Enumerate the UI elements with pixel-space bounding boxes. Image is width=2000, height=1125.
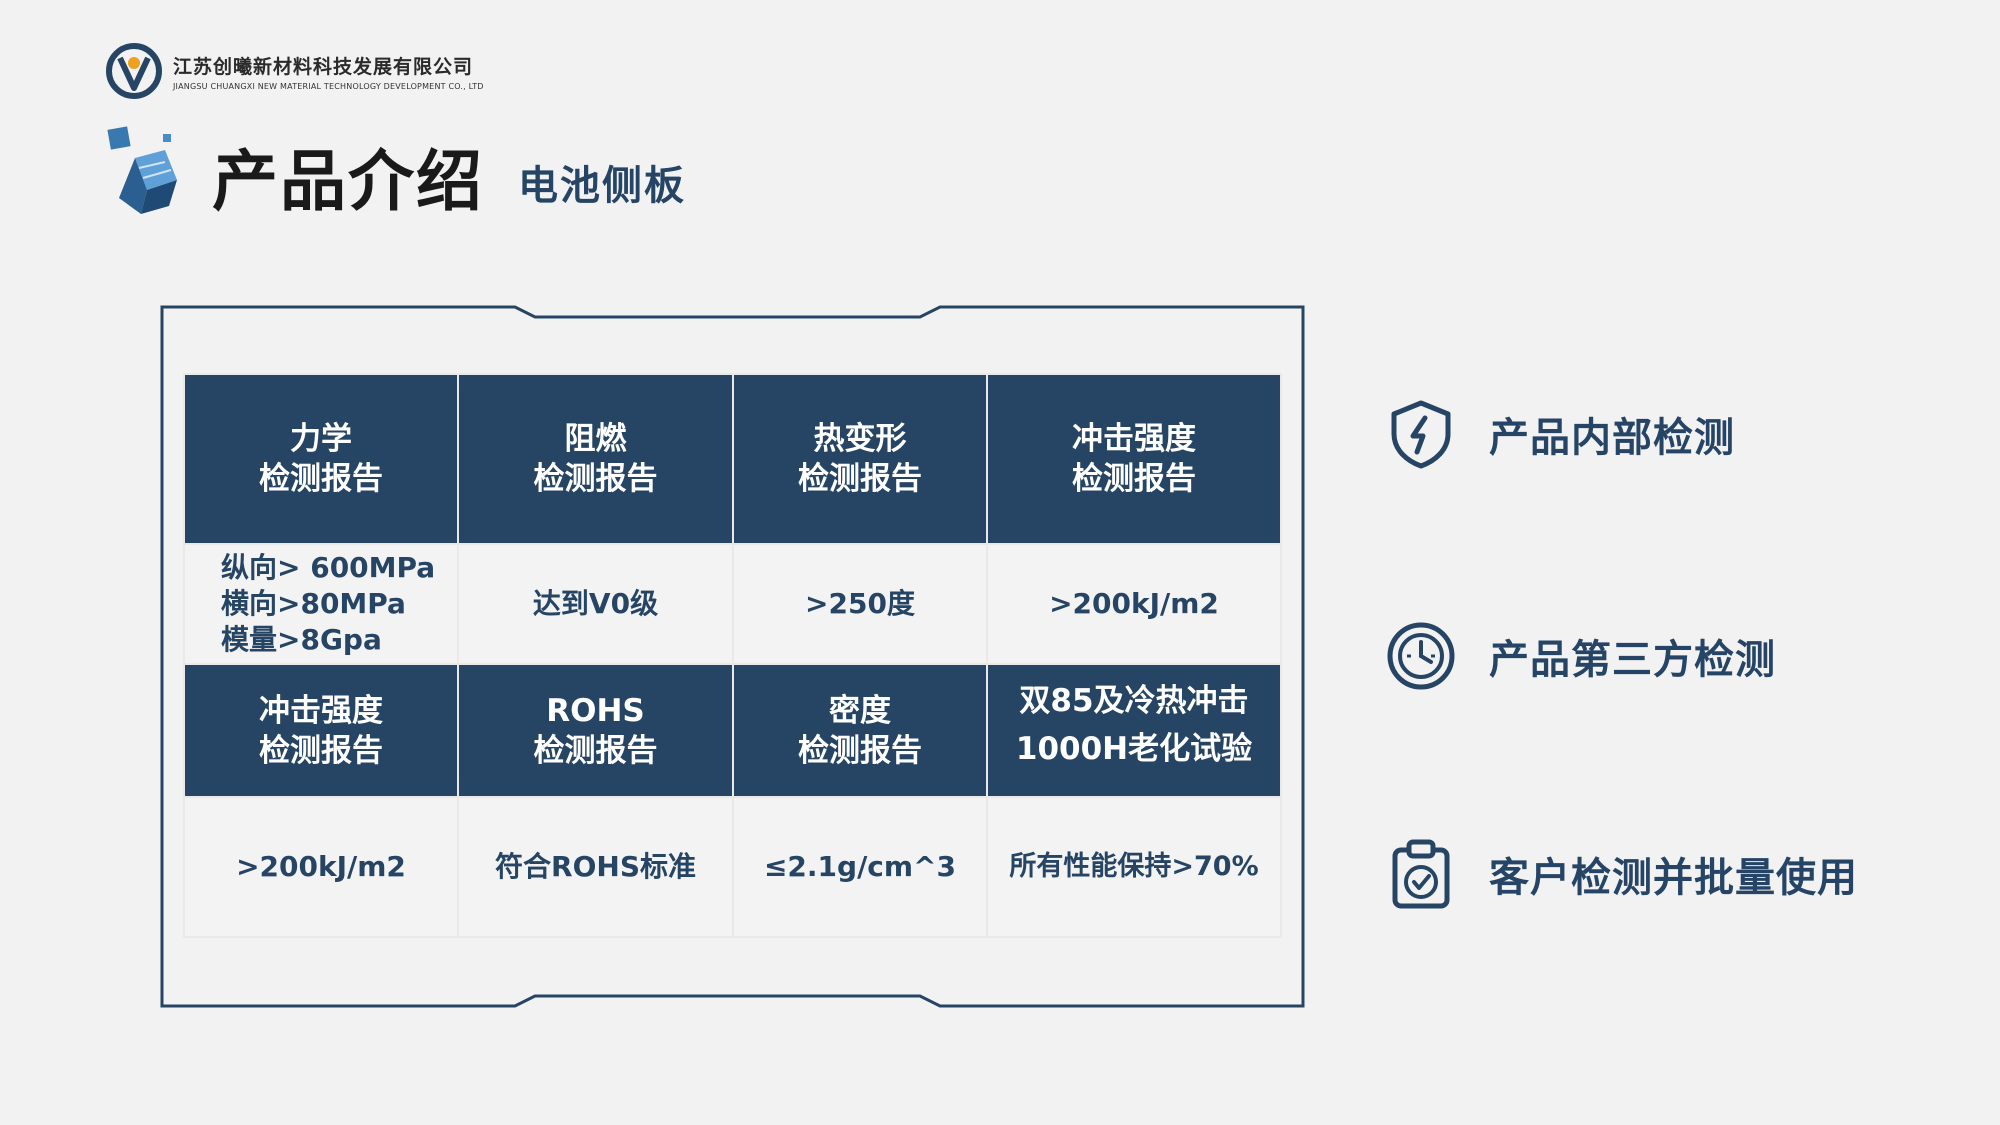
check-label-customer: 客户检测并批量使用	[1489, 855, 1858, 901]
company-logo: 江苏创曦新材料科技发展有限公司 JIANGSU CHUANGXI NEW MAT…	[105, 42, 484, 100]
table-row: 纵向> 600MPa 横向>80MPa 模量>8Gpa 达到V0级 >250度 …	[183, 543, 1282, 665]
value-cell-impact-strength-2: >200kJ/m2	[183, 796, 459, 938]
value-cell-impact-strength: >200kJ/m2	[986, 543, 1282, 665]
page-header: 产品介绍 电池侧板	[105, 122, 686, 222]
list-item: 客户检测并批量使用	[1385, 838, 1905, 910]
check-label-internal: 产品内部检测	[1489, 415, 1735, 461]
page-subtitle: 电池侧板	[518, 163, 686, 209]
company-logo-icon	[106, 43, 162, 99]
clipboard-check-icon	[1392, 839, 1450, 909]
value-cell-rohs: 符合ROHS标准	[457, 796, 734, 938]
value-cell-aging-test: 所有性能保持>70%	[986, 796, 1282, 938]
value-cell-flame-retardant: 达到V0级	[457, 543, 734, 665]
header-cell-impact-strength-2: 冲击强度检测报告	[183, 663, 459, 798]
shield-lightning-icon	[1391, 400, 1451, 469]
company-name-cn: 江苏创曦新材料科技发展有限公司	[173, 55, 474, 78]
header-cell-heat-deflection: 热变形检测报告	[732, 373, 988, 545]
value-cell-heat-deflection: >250度	[732, 543, 988, 665]
value-cell-mechanics: 纵向> 600MPa 横向>80MPa 模量>8Gpa	[183, 543, 459, 665]
list-item: 产品内部检测	[1385, 398, 1905, 470]
page-title: 产品介绍	[212, 143, 484, 220]
cube-icon	[107, 126, 177, 214]
header-cell-mechanics: 力学检测报告	[183, 373, 459, 545]
header-cell-impact-strength: 冲击强度检测报告	[986, 373, 1282, 545]
table-row: 力学检测报告 阻燃检测报告 热变形检测报告 冲击强度检测报告	[183, 373, 1282, 545]
header-cell-density: 密度检测报告	[732, 663, 988, 798]
table-row: >200kJ/m2 符合ROHS标准 ≤2.1g/cm^3 所有性能保持>70%	[183, 796, 1282, 938]
stopwatch-icon	[1387, 622, 1455, 690]
value-cell-density: ≤2.1g/cm^3	[732, 796, 988, 938]
spec-table: 力学检测报告 阻燃检测报告 热变形检测报告 冲击强度检测报告 纵向> 600MP…	[183, 373, 1282, 938]
header-cell-flame-retardant: 阻燃检测报告	[457, 373, 734, 545]
check-label-third-party: 产品第三方检测	[1489, 637, 1776, 683]
company-name-en: JIANGSU CHUANGXI NEW MATERIAL TECHNOLOGY…	[173, 81, 484, 91]
table-frame	[160, 305, 1305, 1008]
list-item: 产品第三方检测	[1385, 620, 1905, 692]
